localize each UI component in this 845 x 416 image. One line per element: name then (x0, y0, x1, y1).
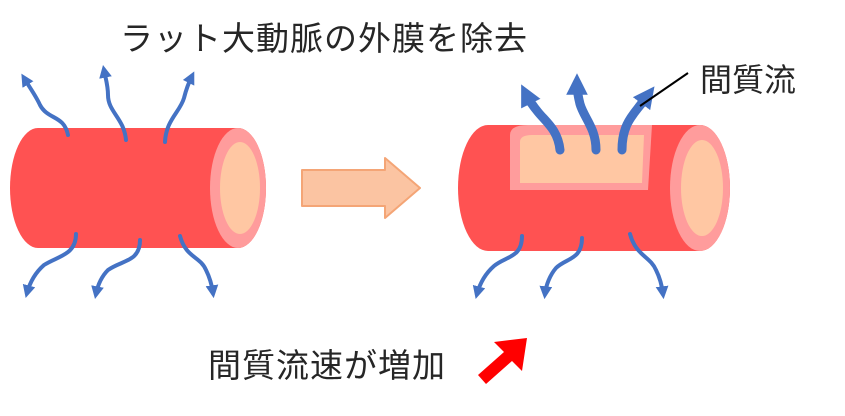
flow-arrows-right-bottom (472, 232, 669, 300)
curved-arrow-icon (617, 86, 655, 155)
diagram-title: ラット大動脈の外膜を除去 (120, 19, 528, 58)
flow-arrows-left-top (21, 64, 195, 144)
curved-arrow-icon (91, 238, 142, 300)
curved-arrow-icon (22, 232, 78, 298)
result-caption: 間質流速が増加 (208, 346, 446, 385)
curved-arrow-icon (99, 64, 128, 142)
flow-arrows-left-bottom (22, 232, 219, 300)
adventitia-removed-vessel (458, 125, 730, 251)
intact-vessel (10, 128, 266, 248)
exposed-media-inner (520, 135, 644, 183)
interstitial-flow-label: 間質流 (700, 61, 797, 99)
label-leader-line (639, 72, 689, 107)
up-right-arrow-icon (478, 338, 527, 384)
curved-arrow-icon (178, 234, 219, 299)
vessel-lumen (681, 140, 723, 236)
vessel-lumen (220, 142, 260, 234)
flow-arrows-right-top (521, 73, 655, 155)
curved-arrow-icon (163, 71, 195, 144)
curved-arrow-icon (539, 236, 584, 300)
curved-arrow-icon (521, 84, 565, 155)
curved-arrow-icon (566, 73, 601, 155)
curved-arrow-icon (628, 232, 669, 300)
curved-arrow-icon (21, 73, 70, 137)
vessel-body (10, 128, 266, 248)
curved-arrow-icon (472, 234, 524, 299)
right-arrow-icon (301, 157, 421, 219)
